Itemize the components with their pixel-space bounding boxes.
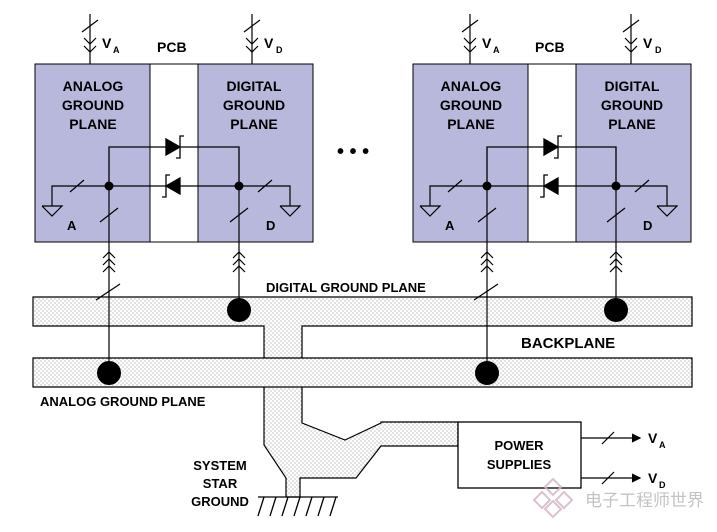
vd-label: V [264,35,274,51]
va-label-2: V [482,35,492,51]
pcb-label: PCB [157,39,187,55]
digital-ground-symbol-2 [606,179,679,310]
vd-output-arrow [581,471,642,485]
watermark-text: 电子工程师世界 [585,491,704,511]
digital-ground-plane-pcb-2 [575,63,692,243]
power-supplies-text-1: POWER [494,438,544,453]
funnel-notch [302,387,346,423]
analog-ground-symbol [41,179,119,375]
backplane: DIGITAL GROUND PLANE BACKPLANE ANALOG GR… [32,280,693,517]
power-supplies-box [457,421,582,489]
pcb-1: V A PCB V D ANALOG GROUND PLANE DIGITAL … [34,14,314,375]
pcb-gap [149,63,199,243]
analog-ground-symbol-2 [419,179,497,375]
va-sub: A [113,45,120,55]
digital-plane-text-2-1: DIGITAL [605,78,660,94]
connector-digital [232,251,246,273]
schottky-diodes-2 [486,135,617,198]
analog-ground-plane-label: ANALOG GROUND PLANE [40,394,206,409]
star-ground-text-2: STAR [203,476,238,491]
node-a-label: A [67,218,77,233]
digital-plane-text-3: PLANE [230,116,277,132]
connector-digital-2 [609,251,623,273]
vd-supply-arrow-2 [622,14,640,64]
digital-ground-plane [32,296,693,498]
vd-out-label: V [648,470,658,486]
star-ground-text-1: SYSTEM [193,458,246,473]
digital-ground-plane-label: DIGITAL GROUND PLANE [266,280,426,295]
vd-sub: D [276,45,283,55]
digital-plane-text-2-3: PLANE [608,116,655,132]
va-out-sub: A [659,440,666,450]
ellipsis: • • • [337,141,369,163]
power-supplies: POWER SUPPLIES V A V D [457,421,666,490]
va-supply-arrow [81,14,99,64]
watermark: 电子工程师世界 [532,477,704,519]
analog-plane-text-2: GROUND [62,97,124,113]
pcb-gap-2 [527,63,577,243]
digital-plane-text-1: DIGITAL [227,78,282,94]
vd-sub-2: D [655,45,662,55]
node-a-label-2: A [445,218,455,233]
vd-out-sub: D [659,480,666,490]
connector-analog-2 [473,251,499,301]
node-d-label-2: D [643,218,652,233]
watermark-logo-icon [532,477,574,519]
schottky-diodes [108,135,240,198]
analog-plane-text-3: PLANE [69,116,116,132]
analog-plane-text-2-2: GROUND [440,97,502,113]
va-out-label: V [648,430,658,446]
star-ground-symbol [257,496,338,517]
pcb-2: V A PCB V D ANALOG GROUND PLANE DIGITAL … [412,14,692,375]
digital-ground-symbol [229,179,302,310]
analog-ground-plane-pcb-2 [412,63,529,243]
analog-plane-text-2-3: PLANE [447,116,494,132]
va-supply-arrow-2 [461,14,479,64]
star-ground-text-3: GROUND [191,494,249,509]
digital-plane-text-2-2: GROUND [601,97,663,113]
connector-analog [95,251,121,301]
node-d-label: D [266,218,275,233]
va-label: V [102,35,112,51]
va-output-arrow [581,431,642,445]
analog-plane-text-2-1: ANALOG [441,78,502,94]
analog-ground-plane-pcb [34,63,151,243]
digital-plane-text-2: GROUND [223,97,285,113]
pcb-label-2: PCB [535,39,565,55]
analog-plane-text-1: ANALOG [63,78,124,94]
power-supplies-text-2: SUPPLIES [487,457,552,472]
vd-supply-arrow [243,14,261,64]
vd-label-2: V [643,35,653,51]
analog-ground-plane [32,357,693,388]
backplane-label: BACKPLANE [521,335,615,352]
va-sub-2: A [493,45,500,55]
